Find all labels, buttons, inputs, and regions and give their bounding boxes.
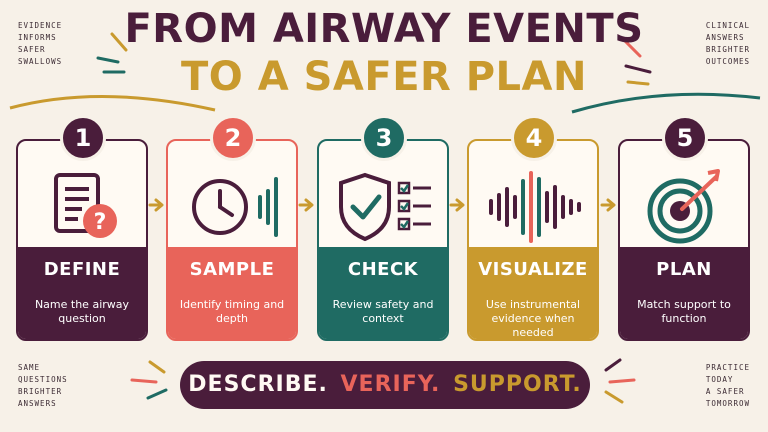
corner-line: EVIDENCE [18,21,63,30]
soundwave-icon [489,171,581,243]
corner-line: SAFER [18,45,46,54]
step-description: Match support to function [637,298,731,325]
step-number-badge: 2 [210,115,256,161]
step-band [319,247,447,339]
corner-line: CLINICAL [705,21,750,30]
corner-line: SAME [18,363,41,372]
summary-banner: DESCRIBE. VERIFY. SUPPORT. [180,361,590,409]
corner-note-top-left: EVIDENCE INFORMS SAFER SWALLOWS [18,20,62,68]
page-subtitle: TO A SAFER PLAN [181,54,587,100]
step-label: SAMPLE [189,259,275,280]
corner-line: BRIGHTER [18,387,63,396]
arrow-right-icon [148,198,164,212]
corner-note-bottom-left: SAME QUESTIONS BRIGHTER ANSWERS [18,362,68,410]
step-description: Review safety and context [332,298,434,325]
step-card-define: ? DEFINE Name the airway question [16,139,148,341]
corner-note-bottom-right: PRACTICE TODAY A SAFER TOMORROW [706,362,750,410]
banner-word-describe: DESCRIBE. [188,372,328,397]
svg-text:?: ? [94,210,107,235]
corner-line: ANSWERS [18,399,57,408]
corner-line: TOMORROW [705,399,750,408]
step-band [18,247,146,339]
page-title: FROM AIRWAY EVENTS [124,6,644,52]
arrow-right-icon [449,198,465,212]
step-label: VISUALIZE [478,259,588,280]
step-band [168,247,296,339]
step-band [469,247,597,339]
corner-line: QUESTIONS [18,375,68,384]
corner-line: TODAY [705,375,734,384]
corner-line: ANSWERS [705,33,745,42]
banner-word-support: SUPPORT. [453,372,582,397]
step-card-sample: SAMPLE Identify timing and depth [166,139,298,341]
step-number-badge: 5 [662,115,708,161]
step-band [620,247,748,339]
step-number-badge: 3 [361,115,407,161]
corner-note-top-right: CLINICAL ANSWERS BRIGHTER OUTCOMES [706,20,750,68]
step-card-check: CHECK Review safety and context [317,139,449,341]
arrow-right-icon [600,198,616,212]
document-question-icon: ? [54,173,117,238]
step-label: CHECK [347,259,419,280]
corner-line: INFORMS [18,33,57,42]
step-description: Name the airway question [34,298,130,325]
step-label: PLAN [656,259,712,280]
step-number-badge: 4 [511,115,557,161]
step-number-badge: 1 [60,115,106,161]
step-label: DEFINE [43,259,121,280]
step-card-plan: PLAN Match support to function [618,139,750,341]
step-description: Use instrumental evidence when needed [485,298,581,339]
step-card-visualize: VISUALIZE Use instrumental evidence when… [467,139,599,341]
corner-line: PRACTICE [705,363,750,372]
arrow-right-icon [298,198,314,212]
banner-word-verify: VERIFY. [340,372,441,397]
corner-line: A SAFER [705,387,745,396]
step-description: Identify timing and depth [179,298,285,325]
corner-line: BRIGHTER [705,45,750,54]
corner-line: OUTCOMES [705,57,750,66]
shield-checklist-icon [339,172,431,242]
corner-line: SWALLOWS [18,57,63,66]
clock-waveform-icon [192,177,278,237]
target-arrow-icon [647,169,720,244]
